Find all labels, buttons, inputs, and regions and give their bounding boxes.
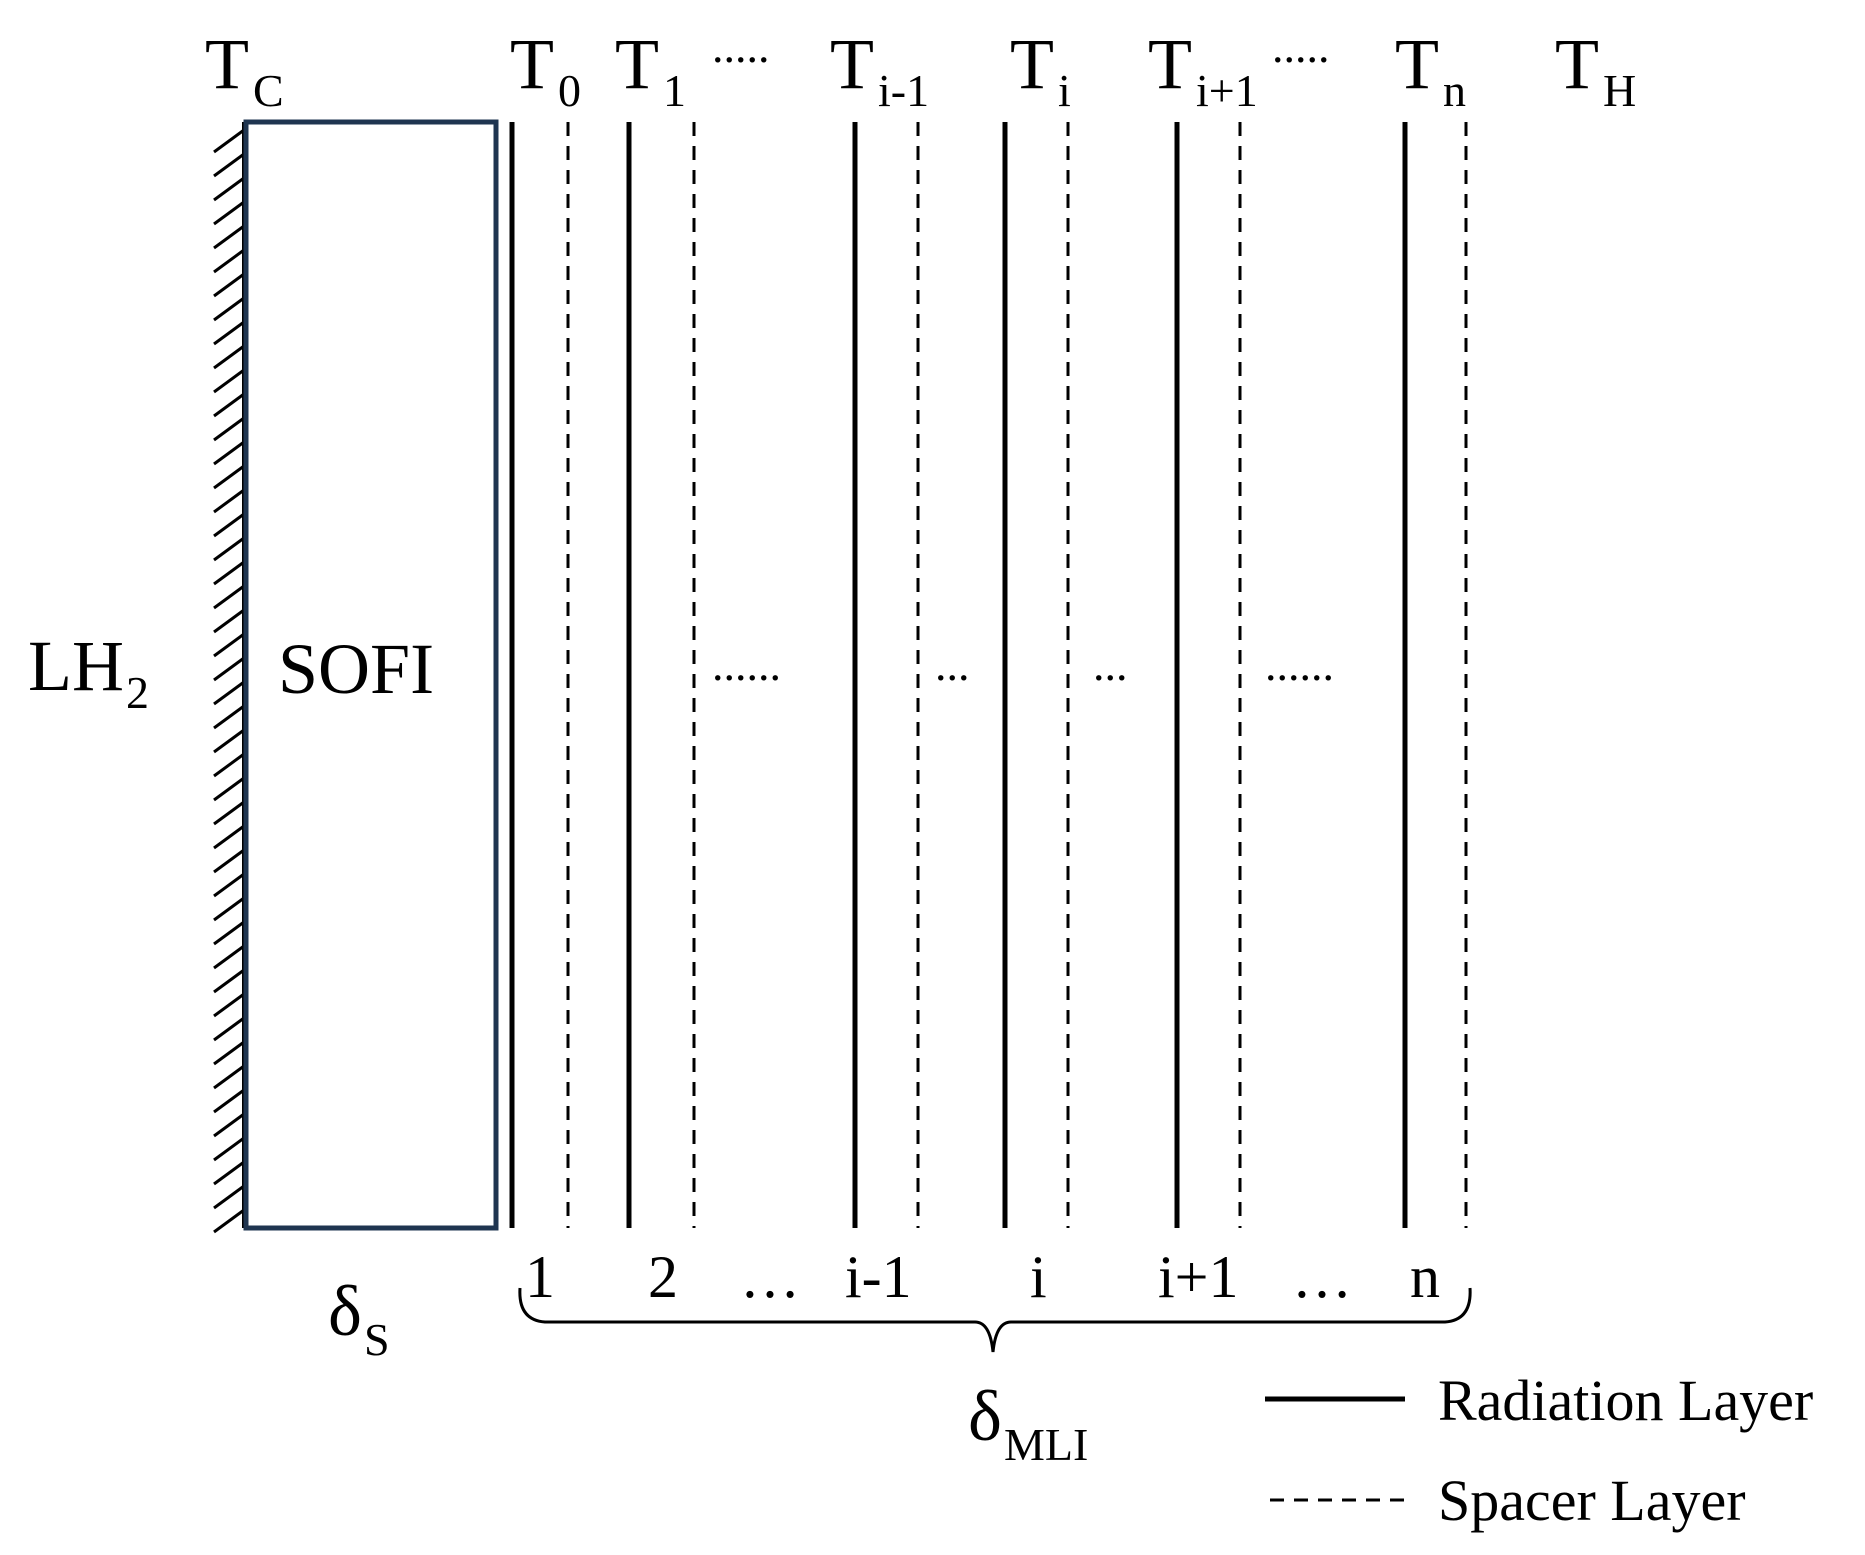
hatch-mark xyxy=(213,296,245,322)
hatch-mark xyxy=(213,200,245,226)
temp-label-c: TC xyxy=(205,24,284,116)
hatch-mark xyxy=(213,872,245,898)
layer-index-i: i xyxy=(1030,1244,1047,1310)
legend-spacer-label: Spacer Layer xyxy=(1438,1468,1746,1533)
legend-radiation-label: Radiation Layer xyxy=(1438,1368,1813,1433)
middle-dots-3: ... xyxy=(1093,639,1128,690)
hatch-mark xyxy=(213,272,245,298)
lh2-label: LH2 xyxy=(28,626,149,718)
layer-index-i-1: i-1 xyxy=(845,1244,912,1310)
hatch-mark xyxy=(213,488,245,514)
hatch-mark xyxy=(213,440,245,466)
middle-dots-1: ...... xyxy=(712,639,781,690)
sofi-label: SOFI xyxy=(278,629,434,709)
hatch-mark xyxy=(213,344,245,370)
layer-index-i+1: i+1 xyxy=(1158,1244,1239,1310)
layers xyxy=(509,122,1468,1228)
hatch-mark xyxy=(213,1184,245,1210)
hatch-mark xyxy=(213,656,245,682)
temp-label-i: Ti xyxy=(1010,24,1071,116)
temp-dots-a: ..... xyxy=(712,21,770,72)
temp-label-h: TH xyxy=(1555,24,1636,116)
middle-dots-2: ... xyxy=(935,639,970,690)
hatch-mark xyxy=(213,584,245,610)
temp-label-1: T1 xyxy=(615,24,686,116)
hatch-mark xyxy=(213,920,245,946)
hatch-mark xyxy=(213,968,245,994)
middle-dots-4: ...... xyxy=(1265,639,1334,690)
sofi-box xyxy=(243,119,499,1231)
temp-label-i-1: Ti-1 xyxy=(830,24,929,116)
hatch-mark xyxy=(213,680,245,706)
hatch-mark xyxy=(213,1136,245,1162)
hatch-mark xyxy=(213,368,245,394)
layer-index-ellipsis-2: … xyxy=(1292,1244,1352,1310)
delta-s-label: δS xyxy=(328,1271,390,1365)
hatch-mark xyxy=(213,320,245,346)
hatch-mark xyxy=(213,896,245,922)
temp-label-i+1: Ti+1 xyxy=(1148,24,1258,116)
temp-label-0: T0 xyxy=(510,24,581,116)
hatch-mark xyxy=(213,1064,245,1090)
tank-wall-hatch xyxy=(213,122,246,1234)
hatch-mark xyxy=(213,608,245,634)
delta-mli-label: δMLI xyxy=(968,1376,1088,1470)
hatch-mark xyxy=(213,224,245,250)
hatch-mark xyxy=(213,1112,245,1138)
hatch-mark xyxy=(213,1040,245,1066)
temp-dots-b: ..... xyxy=(1272,21,1330,72)
hatch-mark xyxy=(213,752,245,778)
hatch-mark xyxy=(213,800,245,826)
hatch-mark xyxy=(213,152,245,178)
hatch-mark xyxy=(213,464,245,490)
layer-index-1: 1 xyxy=(525,1244,555,1310)
hatch-mark xyxy=(213,392,245,418)
hatch-mark xyxy=(213,560,245,586)
hatch-mark xyxy=(213,128,245,154)
mli-brace xyxy=(518,1287,1472,1353)
layer-index-ellipsis-1: … xyxy=(740,1244,800,1310)
hatch-mark xyxy=(213,704,245,730)
layer-index-n: n xyxy=(1410,1244,1440,1310)
hatch-mark xyxy=(213,944,245,970)
hatch-mark xyxy=(213,176,245,202)
layer-index-2: 2 xyxy=(648,1244,678,1310)
hatch-mark xyxy=(213,632,245,658)
hatch-mark xyxy=(213,848,245,874)
hatch-mark xyxy=(213,776,245,802)
hatch-mark xyxy=(213,992,245,1018)
hatch-mark xyxy=(213,1208,245,1234)
hatch-mark xyxy=(213,1160,245,1186)
hatch-mark xyxy=(213,248,245,274)
hatch-mark xyxy=(213,512,245,538)
temp-label-n: Tn xyxy=(1395,24,1466,116)
hatch-mark xyxy=(213,1016,245,1042)
hatch-mark xyxy=(213,536,245,562)
legend: Radiation Layer Spacer Layer xyxy=(1265,1368,1813,1533)
hatch-mark xyxy=(213,728,245,754)
hatch-mark xyxy=(213,1088,245,1114)
hatch-mark xyxy=(213,416,245,442)
hatch-mark xyxy=(213,824,245,850)
